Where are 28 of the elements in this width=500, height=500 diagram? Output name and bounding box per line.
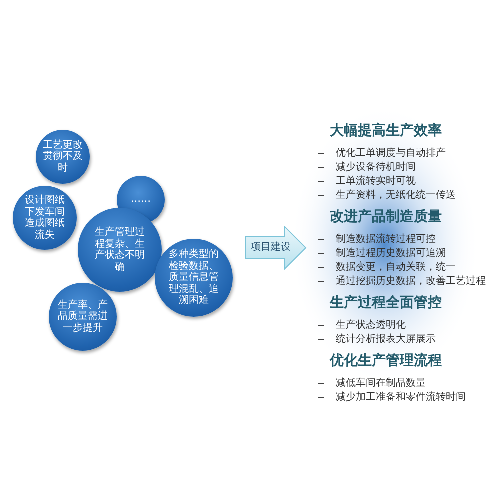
arrow-label: 项目建设: [250, 240, 292, 254]
bullet-text: 数据变更，自动关联，统一: [336, 260, 456, 274]
bullet-text: 优化工单调度与自动排产: [336, 146, 446, 160]
bullet-text: 统计分析报表大屏展示: [336, 332, 436, 346]
circle-text: 生产管理过程复杂、生产状态不明确: [94, 227, 146, 273]
section-heading: 生产过程全面管控: [330, 294, 442, 312]
bullet-text: 减低车间在制品数量: [336, 376, 426, 390]
problem-circle: [49, 283, 117, 351]
circle-text: ……: [130, 194, 152, 206]
section-heading: 优化生产管理流程: [330, 352, 442, 370]
section-heading: 改进产品制造质量: [330, 208, 442, 226]
circle-text: 工艺更改贯彻不及时: [42, 140, 84, 174]
arrow-shape: [245, 226, 307, 270]
bullet-text: 减少设备待机时间: [336, 160, 416, 174]
circle-text: 生产率、产品质量需进一步提升: [57, 300, 109, 334]
circle-text: 多种类型的检验数据、质量信息管理混乱、追溯困难: [168, 249, 220, 307]
problem-circle: [78, 208, 162, 292]
bullet-text: 生产状态透明化: [336, 318, 406, 332]
bullet-text: 生产资料，无纸化统一传送: [336, 188, 456, 202]
bullet-text: 制造过程历史数据可追溯: [336, 246, 446, 260]
problem-circle: [13, 186, 77, 250]
bullet-text: 减少加工准备和零件流转时间: [336, 390, 466, 404]
section-heading: 大幅提高生产效率: [330, 122, 442, 140]
bullet-text: 通过挖掘历史数据，改善工艺过程: [336, 274, 486, 288]
problem-circle: [36, 130, 90, 184]
bullet-text: 工单流转实时可视: [336, 174, 416, 188]
circle-text: 设计图纸下发车间造成图纸流失: [24, 195, 66, 241]
bullet-text: 制造数据流转过程可控: [336, 232, 436, 246]
